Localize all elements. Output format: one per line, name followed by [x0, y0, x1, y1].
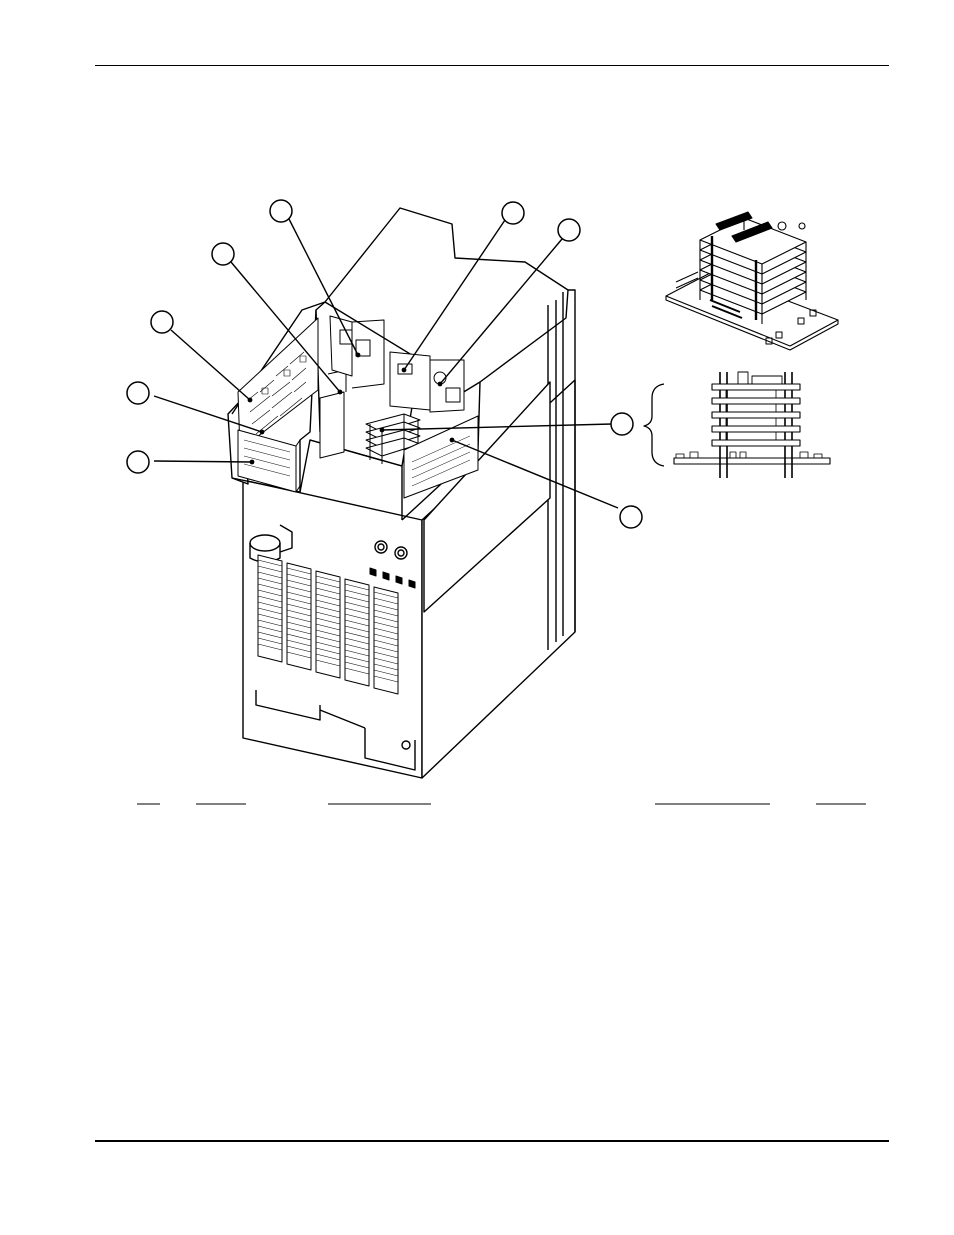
callout-8: [610, 412, 634, 436]
callout-5: [126, 450, 150, 474]
power-supply-cabinet: [227, 207, 576, 779]
bottom-rule: [95, 1140, 889, 1142]
top-rule: [95, 65, 889, 66]
interior-boards: [237, 315, 479, 499]
callout-2: [211, 242, 235, 266]
leader-dots: [247, 352, 455, 465]
vent-louvers: [257, 554, 399, 695]
callout-4: [126, 381, 150, 405]
grouping-brace: [643, 383, 665, 467]
callout-leaders: [153, 218, 619, 509]
callout-9: [619, 505, 643, 529]
callout-1: [269, 199, 293, 223]
callout-7: [557, 218, 581, 242]
board-stack-isometric: [665, 211, 839, 351]
callout-6: [501, 201, 525, 225]
callout-3: [150, 310, 174, 334]
board-stack-side-view: [673, 371, 831, 478]
